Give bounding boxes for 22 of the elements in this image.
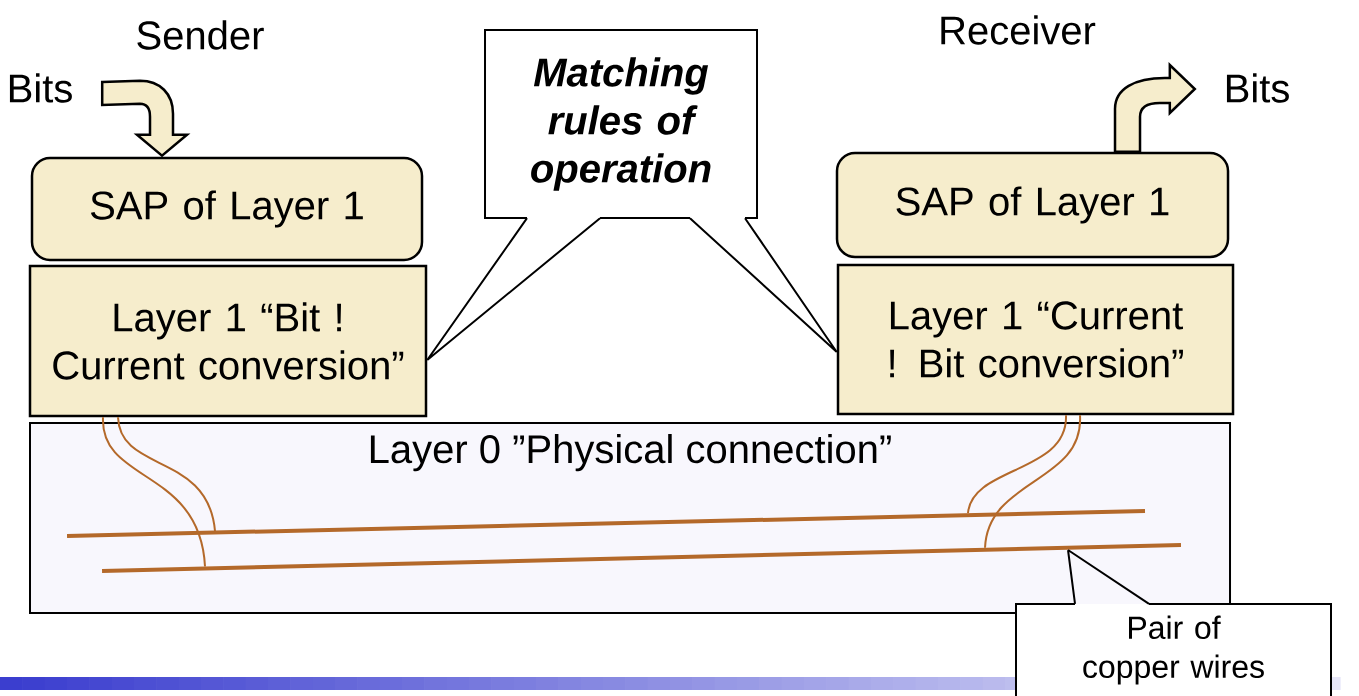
role-label: Receiver bbox=[941, 15, 1096, 45]
callout-pointer bbox=[689, 217, 838, 353]
sap-box: SAP of Layer 1 bbox=[835, 151, 1230, 259]
callout-pointer bbox=[426, 217, 601, 361]
callout-pointer bbox=[1067, 549, 1150, 605]
sap-box: SAP of Layer 1 bbox=[30, 156, 424, 262]
callout-box: Pair of copper wires bbox=[1015, 603, 1332, 696]
wire-lead bbox=[117, 416, 216, 532]
wire-lead bbox=[984, 414, 1081, 549]
layer-box: Layer 1 “Current ! Bit conversion” bbox=[836, 263, 1235, 416]
block-arrow bbox=[100, 79, 189, 157]
layer-panel: Layer 0 ”Physical connection” bbox=[29, 422, 1231, 614]
layer-box: Layer 1 “Bit ! Current conversion” bbox=[28, 264, 428, 418]
copper-wire bbox=[102, 543, 1182, 573]
bits-label: Bits bbox=[1226, 73, 1289, 103]
callout-box: Matching rules of operation bbox=[484, 29, 758, 219]
block-arrow bbox=[1113, 63, 1197, 153]
wire-lead bbox=[967, 414, 1067, 514]
bits-label: Bits bbox=[9, 73, 72, 103]
role-label: Sender bbox=[137, 20, 264, 50]
wire-lead bbox=[102, 416, 206, 568]
copper-wire bbox=[67, 509, 1146, 538]
